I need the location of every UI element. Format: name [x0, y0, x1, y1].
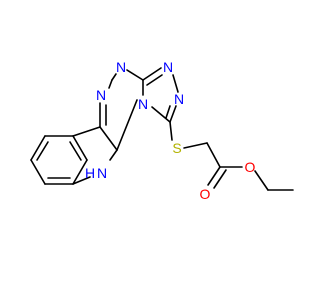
bond — [30, 135, 46, 161]
bond — [72, 126, 101, 137]
oxygen-atom-label: O — [245, 159, 256, 175]
bond — [116, 99, 138, 151]
bond — [169, 121, 173, 141]
bond — [99, 126, 118, 151]
bond — [183, 142, 208, 149]
bond — [72, 135, 88, 161]
bond — [146, 74, 163, 86]
nitrogen-atom-label: N — [97, 165, 107, 181]
bond — [30, 159, 46, 185]
bond — [111, 73, 117, 81]
bond — [36, 141, 49, 161]
bond — [108, 79, 113, 89]
bond — [69, 141, 82, 161]
bond — [206, 142, 221, 168]
nitrogen-atom-label: N — [174, 91, 184, 107]
bond — [72, 159, 88, 185]
bond — [169, 105, 177, 123]
bond — [109, 149, 118, 161]
bond — [72, 176, 91, 185]
oxygen-atom-label: O — [200, 186, 211, 202]
nitrogen-atom-label: N — [116, 59, 126, 75]
bond — [126, 69, 144, 81]
bond — [207, 166, 221, 186]
bond — [151, 106, 171, 123]
bonds — [30, 67, 294, 191]
bond — [213, 169, 227, 189]
nitrogen-atom-label: N — [163, 59, 173, 75]
bond — [172, 74, 179, 93]
bond — [165, 105, 171, 119]
molecule-structure: N N N N N N H S O O — [30, 59, 294, 202]
atom-labels: N N N N N N H S O O — [85, 59, 256, 202]
nitrogen-atom-label: N — [138, 96, 148, 112]
hydrogen-atom-label: H — [85, 165, 95, 181]
bond — [254, 170, 269, 191]
bond — [142, 67, 162, 81]
nitrogen-atom-label: N — [96, 87, 106, 103]
sulfur-atom-label: S — [172, 140, 181, 156]
